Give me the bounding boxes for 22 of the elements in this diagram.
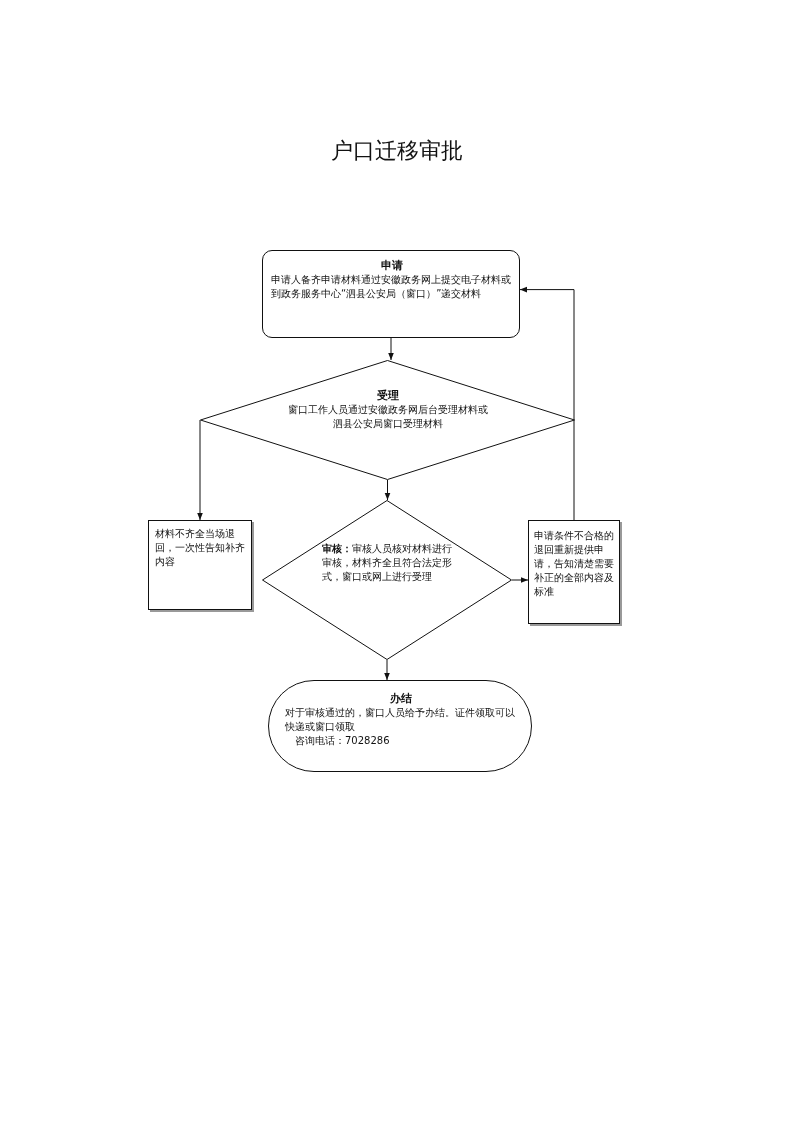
node-text: 咨询电话：7028286 [294, 734, 391, 748]
node-text: 申请人备齐申请材料通过安徽政务网上提交电子材料或到政务服务中心“泗县公安局（窗口）”递交材料 [271, 273, 512, 301]
node-text: 窗口工作人员通过安徽政务网后台受理材料或泗县公安局窗口受理材料 [288, 403, 488, 431]
arrow [511, 577, 529, 583]
arrow [197, 419, 203, 521]
process-box [262, 250, 520, 338]
node-text: 对于审核通过的，窗口人员给予办结。证件领取可以快递或窗口领取 [285, 706, 516, 734]
node-heading: 受理 [376, 388, 400, 403]
node-text: 审核：审核人员核对材料进行审核，材料齐全且符合法定形式，窗口或网上进行受理 [322, 542, 453, 584]
arrow [388, 337, 394, 361]
node-text: 材料不齐全当场退回，一次性告知补齐内容 [155, 527, 246, 569]
node-text: 申请条件不合格的退回重新提供申请，告知清楚需要补正的全部内容及标准 [534, 529, 615, 599]
decision-diamond [262, 500, 512, 660]
process-box [528, 520, 620, 624]
decision-diamond [200, 360, 575, 480]
process-box [148, 520, 252, 610]
node-heading: 办结 [389, 691, 413, 706]
arrow [384, 659, 390, 681]
node-heading: 申请 [380, 258, 404, 273]
arrow [519, 286, 575, 521]
arrow [384, 479, 391, 501]
title: 户口迁移审批 [329, 137, 464, 165]
